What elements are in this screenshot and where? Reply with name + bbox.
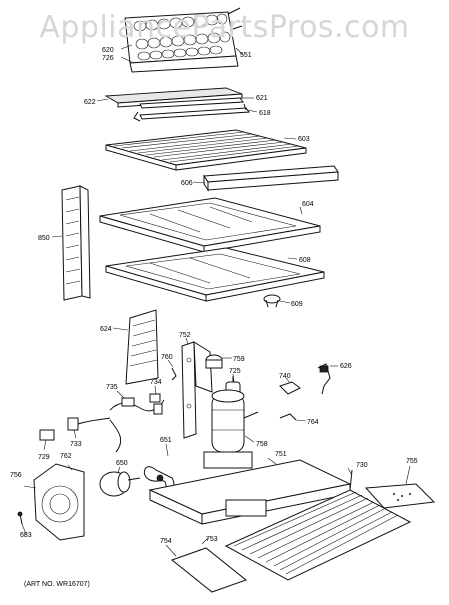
part-740-label: 740 bbox=[279, 373, 291, 380]
part-850-label: 850 bbox=[38, 235, 50, 242]
part-730-label: 730 bbox=[356, 462, 368, 469]
part-651-label: 651 bbox=[160, 437, 172, 444]
part-626-label: 626 bbox=[340, 363, 352, 370]
part-604-label: 604 bbox=[302, 201, 314, 208]
front-trim bbox=[203, 165, 339, 192]
support-rails bbox=[133, 97, 250, 122]
part-551-label: 551 bbox=[240, 52, 252, 59]
part-622-label: 622 bbox=[84, 99, 96, 106]
part-733-label: 733 bbox=[70, 441, 82, 448]
part-756-label: 756 bbox=[10, 472, 22, 479]
part-725-label: 725 bbox=[229, 368, 241, 375]
part-734-label: 734 bbox=[150, 379, 162, 386]
fan-shroud bbox=[33, 463, 85, 541]
part-618-label: 618 bbox=[259, 110, 271, 117]
part-735-label: 735 bbox=[106, 384, 118, 391]
part-608-label: 608 bbox=[299, 257, 311, 264]
base-pan bbox=[148, 459, 352, 525]
part-764-label: 764 bbox=[307, 419, 319, 426]
part-609-label: 609 bbox=[291, 301, 303, 308]
part-762-label: 762 bbox=[60, 453, 72, 460]
art-number: (ART NO. WR16707) bbox=[24, 581, 90, 588]
part-759-label: 759 bbox=[233, 356, 245, 363]
part-760-label: 760 bbox=[161, 354, 173, 361]
condenser-coil bbox=[224, 469, 412, 581]
watermark: AppliancePartsPros.com bbox=[39, 10, 410, 45]
drain-fitting bbox=[263, 294, 281, 308]
terminal-clip bbox=[279, 413, 297, 421]
part-624-label: 624 bbox=[100, 326, 112, 333]
part-751-label: 751 bbox=[275, 451, 287, 458]
wiring-harness bbox=[67, 393, 165, 453]
access-panel bbox=[364, 483, 436, 509]
compressor bbox=[203, 389, 259, 469]
part-753-label: 753 bbox=[206, 536, 218, 543]
machine-compartment-cover bbox=[125, 309, 159, 385]
part-755-label: 755 bbox=[406, 458, 418, 465]
relay bbox=[205, 354, 223, 369]
drain-clip bbox=[279, 381, 301, 395]
relay-bracket bbox=[181, 341, 213, 439]
thermostat bbox=[317, 363, 331, 395]
part-683-label: 683 bbox=[20, 532, 32, 539]
part-620-label: 620 bbox=[102, 47, 114, 54]
part-754-label: 754 bbox=[160, 538, 172, 545]
base-grille-panel bbox=[170, 547, 248, 593]
part-726-label: 726 bbox=[102, 55, 114, 62]
part-752-label: 752 bbox=[179, 332, 191, 339]
part-758-label: 758 bbox=[256, 441, 268, 448]
part-603-label: 603 bbox=[298, 136, 310, 143]
fan-motor bbox=[99, 471, 141, 497]
part-621-label: 621 bbox=[256, 95, 268, 102]
screw bbox=[17, 511, 23, 525]
evaporator-coil bbox=[124, 7, 243, 73]
crisper-pan bbox=[99, 197, 321, 253]
part-729-label: 729 bbox=[38, 454, 50, 461]
clip bbox=[171, 367, 177, 381]
drip-pan bbox=[105, 247, 325, 302]
part-606-label: 606 bbox=[181, 180, 193, 187]
part-650-label: 650 bbox=[116, 460, 128, 467]
air-duct bbox=[61, 185, 91, 301]
capacitor bbox=[39, 429, 55, 441]
wire-shelf bbox=[105, 129, 307, 171]
